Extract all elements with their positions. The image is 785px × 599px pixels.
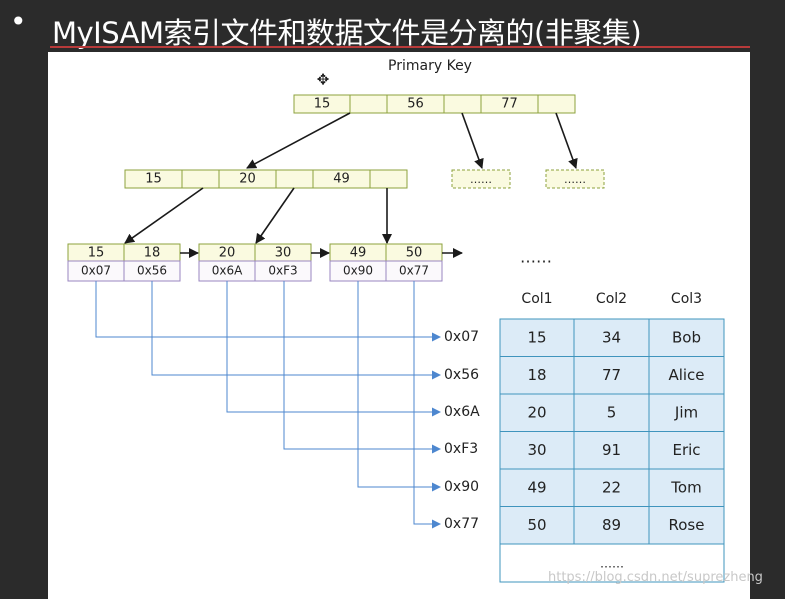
internal-arrow-1 (255, 187, 295, 244)
table-cell-5-1: 89 (602, 516, 621, 534)
root-key-0: 15 (314, 97, 331, 112)
pointer-line-2 (226, 281, 441, 417)
internal-key-1: 20 (239, 172, 256, 187)
table-cell-0-1: 34 (602, 329, 621, 347)
leaf-2-key-1: 50 (406, 246, 423, 261)
internal-pointer-cell (181, 169, 220, 189)
leaf-1-key-1: 30 (275, 246, 292, 261)
root-pointer-cell (537, 94, 576, 114)
root-arrow-left (246, 112, 351, 169)
pointer-label-0: 0x07 (444, 329, 479, 345)
table-cell (499, 468, 575, 507)
root-arrow-right (555, 112, 578, 169)
pointer-label-1: 0x56 (444, 367, 479, 383)
internal-arrow-0 (124, 187, 204, 244)
table-header-2: Col3 (671, 291, 702, 307)
leaf-ellipsis: …… (520, 248, 552, 267)
bullet-icon: • (10, 5, 27, 38)
table-footer-ellipsis: …… (600, 557, 624, 571)
table-cell-1-2: Alice (668, 366, 704, 384)
pointer-label-4: 0x90 (444, 479, 479, 495)
root-key-2: 77 (501, 97, 518, 112)
table-cell-4-0: 49 (527, 479, 546, 497)
table-cell-4-1: 22 (602, 479, 621, 497)
watermark: https://blog.csdn.net/suprezheng (548, 570, 763, 585)
table-cell-3-0: 30 (527, 441, 546, 459)
table-cell (648, 506, 725, 545)
pointer-line-1 (151, 281, 441, 380)
table-cell (648, 356, 725, 395)
pointer-line-5 (413, 281, 441, 529)
table-cell-1-1: 77 (602, 366, 621, 384)
table-cell (648, 431, 725, 470)
caption-primary-key: Primary Key (388, 58, 472, 74)
table-cell (573, 356, 650, 395)
table-cell-5-0: 50 (527, 516, 546, 534)
table-header-0: Col1 (521, 291, 552, 307)
leaf-0-addr-0: 0x07 (81, 264, 111, 278)
table-cell-3-2: Eric (672, 441, 700, 459)
placeholder-label-1: …… (564, 173, 586, 186)
internal-pointer-cell (275, 169, 314, 189)
slide-title: • MyISAM索引文件和数据文件是分离的(非聚集) (0, 0, 785, 50)
title-text: MyISAM索引文件和数据文件是分离的(非聚集) (52, 16, 642, 50)
table-cell (648, 318, 725, 357)
leaf-0-key-0: 15 (88, 246, 105, 261)
placeholder-node-0 (451, 169, 511, 189)
table-cell-2-2: Jim (674, 404, 698, 422)
table-footer-row (499, 543, 725, 583)
table-cell (573, 431, 650, 470)
leaf-1-addr-0: 0x6A (212, 264, 243, 278)
pointer-label-2: 0x6A (444, 404, 480, 420)
table-cell-3-1: 91 (602, 441, 621, 459)
placeholder-node-1 (545, 169, 605, 189)
pointer-label-5: 0x77 (444, 516, 479, 532)
root-key-1: 56 (407, 97, 424, 112)
placeholder-label-0: …… (470, 173, 492, 186)
table-cell-5-2: Rose (669, 516, 705, 534)
leaf-2-addr-0: 0x90 (343, 264, 373, 278)
table-cell-0-2: Bob (672, 329, 701, 347)
canvas-edge (750, 52, 785, 599)
leaf-0-addr-1: 0x56 (137, 264, 167, 278)
pointer-line-0 (95, 281, 441, 342)
table-cell (499, 356, 575, 395)
table-header-1: Col2 (596, 291, 627, 307)
table-cell (499, 318, 575, 357)
table-cell-1-0: 18 (527, 366, 546, 384)
table-cell-4-2: Tom (670, 479, 701, 497)
table-cell (499, 431, 575, 470)
table-cell (573, 468, 650, 507)
leaf-0-key-1: 18 (144, 246, 161, 261)
root-arrow-mid (461, 112, 484, 169)
move-cursor-icon: ✥ (317, 71, 330, 89)
table-cell (573, 318, 650, 357)
pointer-line-4 (357, 281, 441, 492)
table-cell-2-0: 20 (527, 404, 546, 422)
internal-pointer-cell (369, 169, 408, 189)
root-pointer-cell (349, 94, 388, 114)
internal-key-0: 15 (145, 172, 162, 187)
pointer-line-3 (283, 281, 441, 454)
leaf-2-key-0: 49 (350, 246, 367, 261)
table-cell (648, 393, 725, 432)
table-cell (648, 468, 725, 507)
table-cell-0-0: 15 (527, 329, 546, 347)
leaf-1-addr-1: 0xF3 (268, 264, 297, 278)
root-pointer-cell (443, 94, 482, 114)
internal-key-2: 49 (333, 172, 350, 187)
leaf-1-key-0: 20 (219, 246, 236, 261)
leaf-addr-cell (254, 260, 312, 282)
leaf-2-addr-1: 0x77 (399, 264, 429, 278)
pointer-label-3: 0xF3 (444, 441, 478, 457)
table-cell-2-1: 5 (607, 404, 617, 422)
title-underline (50, 46, 750, 48)
